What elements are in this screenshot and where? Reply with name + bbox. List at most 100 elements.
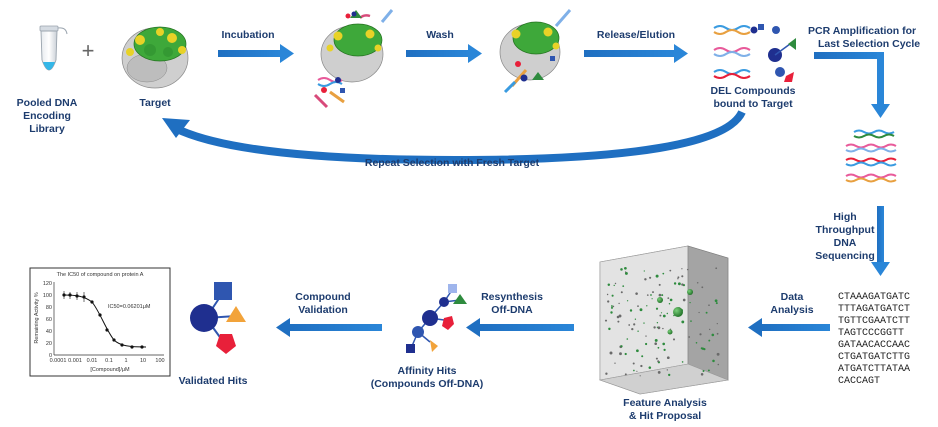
scatter-point: [644, 278, 647, 281]
compound-validation-label-line1: Compound: [295, 291, 350, 303]
plus-sign: +: [82, 38, 95, 63]
scatter-point: [655, 307, 659, 310]
scatter-point: [652, 291, 654, 294]
del-label-line1: DEL Compounds: [711, 85, 796, 97]
scatter-point: [715, 302, 718, 305]
validated-hits-molecule-icon: [190, 282, 246, 354]
scatter-point: [624, 352, 627, 356]
scatter-point: [677, 282, 681, 286]
scatter-point: [637, 330, 639, 332]
hts-label-line1: High: [833, 211, 856, 223]
scatter-point: [668, 373, 671, 377]
scatter-point: [636, 349, 639, 353]
scatter-point: [658, 293, 662, 297]
scatter-point: [716, 332, 719, 335]
scatter-point: [604, 319, 608, 322]
feature-label-line2: & Hit Proposal: [629, 410, 701, 422]
ic50-xlabel: [Compound]/μM: [90, 367, 130, 373]
scatter-point: [666, 369, 668, 371]
scatter-point: [657, 346, 660, 349]
pcr-label-line2: Last Selection Cycle: [818, 38, 920, 50]
compound-validation-label-line2: Validation: [298, 304, 348, 316]
hts-label-line2: Throughput: [816, 224, 875, 236]
protein-after-wash-icon: [499, 9, 572, 94]
scatter-point: [677, 278, 679, 280]
ic50-xtick: 0.001: [68, 358, 82, 364]
library-label-line2: Encoding: [23, 110, 71, 122]
ic50-chart: The IC50 of compound on protein A 120 10…: [29, 267, 171, 377]
scatter-points: [604, 266, 720, 377]
hts-label-line3: DNA: [834, 237, 857, 249]
ic50-ytick: 0: [49, 353, 52, 359]
ic50-ytick: 100: [43, 293, 52, 299]
scatter-point: [611, 294, 614, 297]
library-label-line1: Pooled DNA: [17, 97, 78, 109]
scatter-point: [668, 302, 671, 305]
scatter-point: [708, 339, 711, 342]
scatter-point: [658, 283, 661, 286]
scatter-point: [663, 348, 666, 352]
scatter-point: [608, 327, 611, 331]
scatter-point: [714, 299, 718, 303]
scatter-point: [646, 305, 648, 307]
sequence-line: TGTTCGAATCTT: [838, 316, 910, 327]
scatter-point: [657, 371, 661, 374]
scatter-point: [662, 342, 666, 346]
scatter-point: [619, 352, 622, 356]
sequence-line: CTAAAGATGATC: [838, 292, 910, 303]
scatter-point: [635, 292, 638, 295]
scatter-point: [637, 305, 639, 307]
scatter-point: [617, 320, 620, 323]
scatter-point: [605, 372, 608, 375]
scatter-point: [655, 357, 658, 360]
arrow-data-analysis: [748, 318, 830, 337]
arrow-repeat-selection: [162, 109, 746, 165]
ic50-xtick: 0.01: [87, 358, 98, 364]
scatter-point: [607, 283, 611, 286]
scatter-point: [700, 373, 704, 376]
scatter-point: [672, 338, 676, 341]
arrow-resynthesis: [466, 318, 574, 337]
scatter-point: [629, 309, 633, 312]
scatter-point: [639, 308, 643, 312]
scatter-point: [673, 282, 677, 285]
arrow-pcr: [814, 52, 890, 118]
scatter-point: [681, 320, 685, 324]
scatter-point: [702, 370, 705, 372]
ic50-title: The IC50 of compound on protein A: [57, 272, 144, 278]
ic50-xtick: 10: [140, 358, 146, 364]
arrow-release: [584, 44, 688, 63]
scatter-point: [620, 291, 623, 294]
sequence-line: TTTAGATGATCT: [838, 304, 910, 315]
target-label: Target: [139, 97, 171, 109]
protein-with-library-icon: [313, 9, 394, 109]
scatter-point: [669, 269, 672, 272]
scatter-point: [699, 333, 702, 336]
scatter-point: [622, 285, 625, 287]
validated-hits-label: Validated Hits: [179, 375, 248, 387]
scatter-point: [641, 355, 644, 358]
affinity-label-line2: (Compounds Off-DNA): [371, 378, 484, 390]
del-label-line2: bound to Target: [713, 98, 793, 110]
scatter-point: [626, 338, 629, 340]
arrow-compound-validation: [276, 318, 382, 337]
library-label-line3: Library: [29, 123, 65, 135]
scatter-point: [624, 373, 627, 376]
scatter-point: [696, 282, 699, 284]
scatter-point: [649, 276, 652, 279]
scatter-point: [667, 297, 670, 300]
del-compounds-icon: [713, 24, 796, 82]
scatter-point: [643, 270, 645, 272]
scatter-point: [653, 326, 656, 329]
scatter-point: [662, 327, 664, 330]
scatter-point: [624, 271, 627, 273]
repeat-label: Repeat Selection with Fresh Target: [365, 157, 540, 169]
scatter-point: [654, 342, 657, 345]
scatter-point: [715, 267, 718, 270]
ic50-ylabel: Remaining Activity %: [34, 292, 40, 343]
hts-label-line4: Sequencing: [815, 250, 875, 262]
feature-label-line1: Feature Analysis: [623, 397, 707, 409]
scatter-point: [712, 359, 715, 363]
scatter-point: [657, 360, 660, 363]
